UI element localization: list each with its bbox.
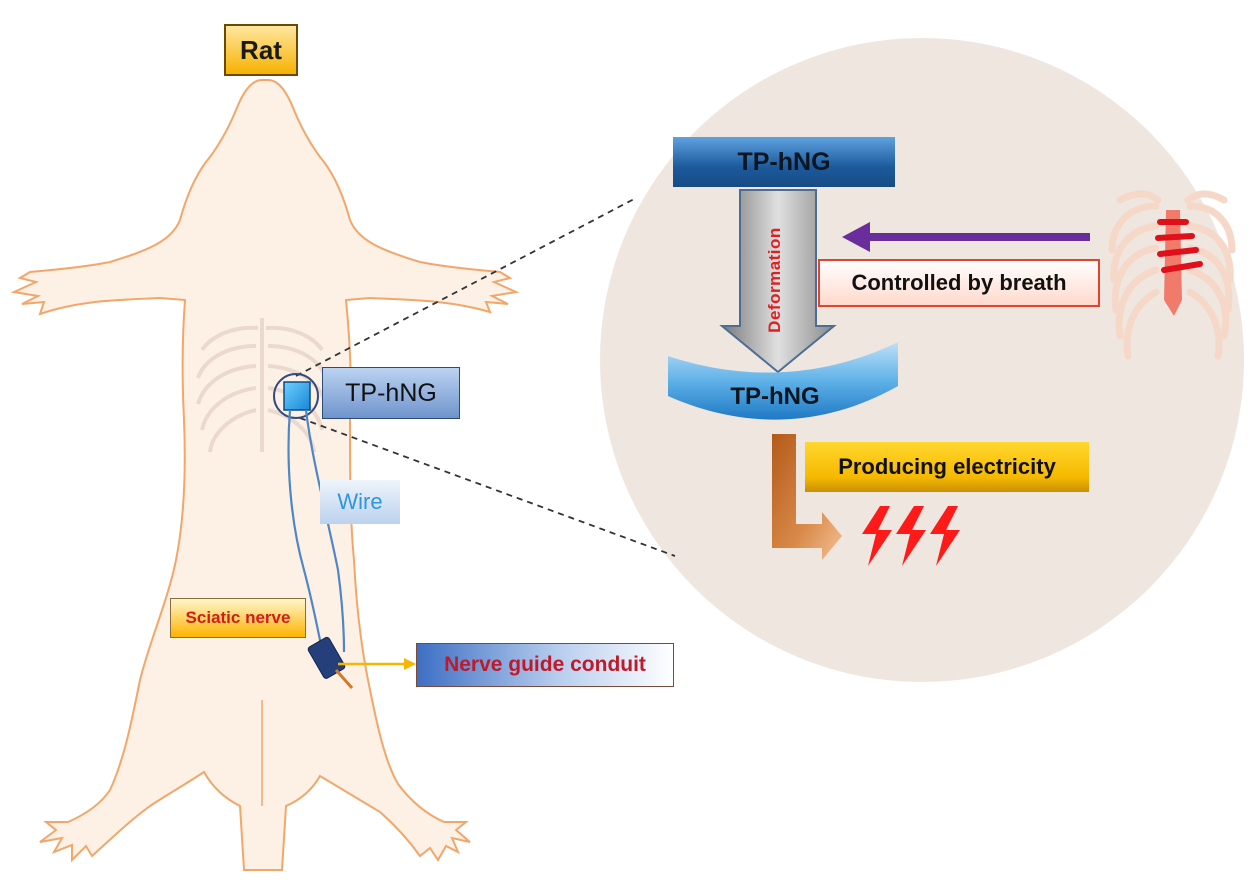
producing-electricity-label: Producing electricity <box>805 442 1089 492</box>
wire-path <box>287 409 346 653</box>
sciatic-nerve-label: Sciatic nerve <box>170 598 306 638</box>
zoom-circle <box>600 38 1244 682</box>
tphng-bent-label: TP-hNG <box>730 383 820 410</box>
tphng-implant-box <box>283 381 311 411</box>
conduit-pointer-arrowhead <box>404 658 416 670</box>
nerve-guide-conduit-label: Nerve guide conduit <box>416 643 674 687</box>
lightning-icon-1 <box>862 506 892 566</box>
zoom-line-bottom <box>299 417 676 557</box>
human-ribcage-icon <box>1108 190 1236 360</box>
tphng-top-label: TP-hNG <box>673 137 895 187</box>
human-heart-stripes <box>1155 219 1203 273</box>
implant-highlight-circle <box>273 373 319 419</box>
breath-arrowhead <box>842 222 870 252</box>
lightning-icons <box>862 506 960 566</box>
wire-label: Wire <box>320 480 400 524</box>
human-sternum <box>1164 210 1182 316</box>
tphng-bent-shape <box>668 342 898 420</box>
lightning-icon-2 <box>896 506 926 566</box>
deformation-label: Deformation <box>765 227 784 333</box>
output-arrow <box>772 434 842 560</box>
lightning-icon-3 <box>930 506 960 566</box>
rat-body <box>10 79 520 871</box>
rat-title: Rat <box>224 24 298 76</box>
deformation-arrow <box>719 189 837 374</box>
sciatic-nerve-line <box>334 669 354 689</box>
tphng-implant-label: TP-hNG <box>322 367 460 419</box>
controlled-by-breath-label: Controlled by breath <box>818 259 1100 307</box>
rat-ribcage <box>196 318 328 453</box>
nerve-conduit-device <box>307 636 346 679</box>
zoom-line-top <box>295 197 637 377</box>
